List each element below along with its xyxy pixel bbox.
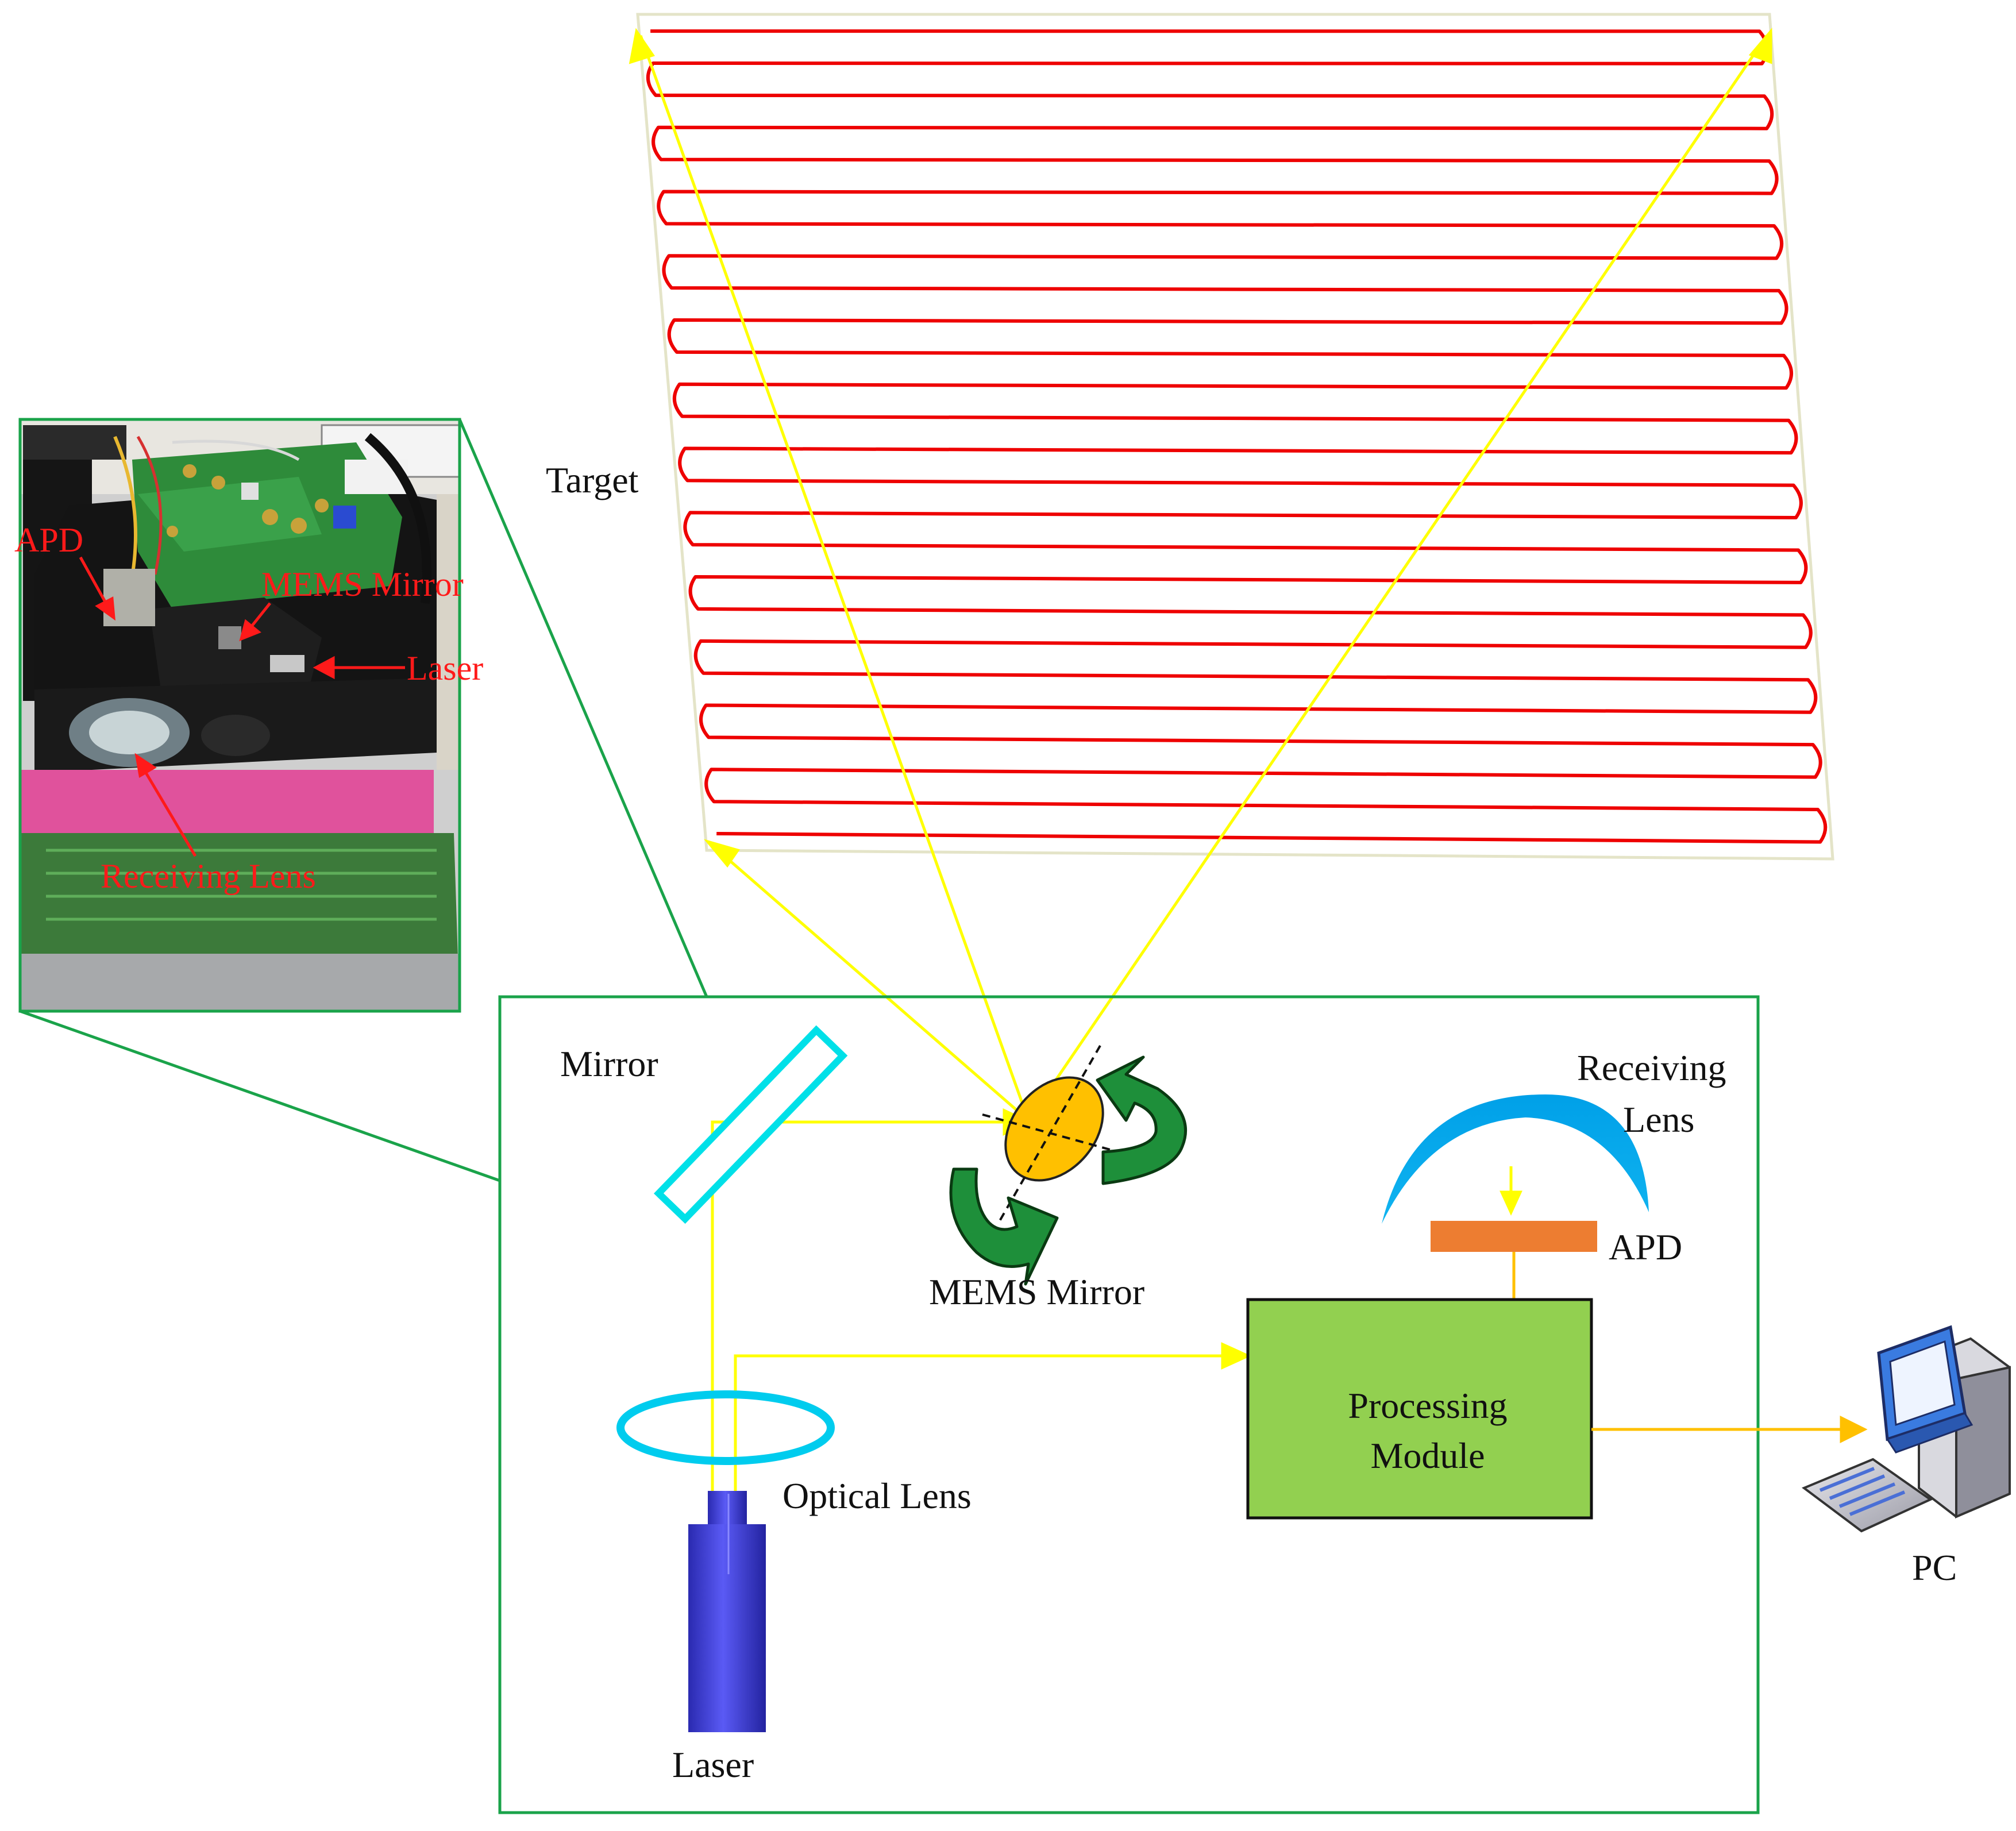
- mems-mirror: [982, 1045, 1130, 1221]
- photo-apd-label: APD: [14, 521, 83, 559]
- receiving-lens: [1382, 1094, 1649, 1224]
- target-label: Target: [546, 460, 639, 500]
- pc-icon: [1802, 1325, 2011, 1533]
- photo-annotation-arrows: [79, 556, 405, 857]
- raster-scan-path: [646, 29, 1828, 844]
- optical-lens-label: Optical Lens: [782, 1475, 972, 1516]
- laser-source: [688, 1491, 766, 1732]
- apd-sensor: [1431, 1221, 1597, 1252]
- prototype-photo: [18, 418, 461, 1013]
- photo-receiving-lens-label: Receiving Lens: [101, 857, 316, 895]
- output-signal-arrow: [1591, 1415, 1868, 1444]
- optical-lens: [616, 1390, 835, 1465]
- photo-laser-label: Laser: [407, 649, 483, 687]
- rotation-arrow-icon: [949, 1055, 1188, 1286]
- zoom-callout-lines: [20, 419, 708, 1182]
- receiving-lens-label-1: Receiving: [1577, 1047, 1726, 1088]
- fold-mirror: [653, 1025, 848, 1224]
- laser-label: Laser: [672, 1744, 754, 1785]
- mems-mirror-label: MEMS Mirror: [929, 1271, 1144, 1312]
- receiving-lens-label-2: Lens: [1623, 1099, 1694, 1140]
- pc-label: PC: [1912, 1547, 1957, 1588]
- processing-label-2: Module: [1370, 1435, 1485, 1476]
- apd-label: APD: [1609, 1227, 1682, 1267]
- photo-mems-mirror-label: MEMS Mirror: [261, 565, 464, 603]
- mirror-label: Mirror: [560, 1043, 658, 1084]
- processing-module: [1246, 1298, 1593, 1520]
- system-frame: [498, 995, 1760, 1814]
- processing-label-1: Processing: [1348, 1385, 1507, 1426]
- target-plane: [636, 13, 1834, 861]
